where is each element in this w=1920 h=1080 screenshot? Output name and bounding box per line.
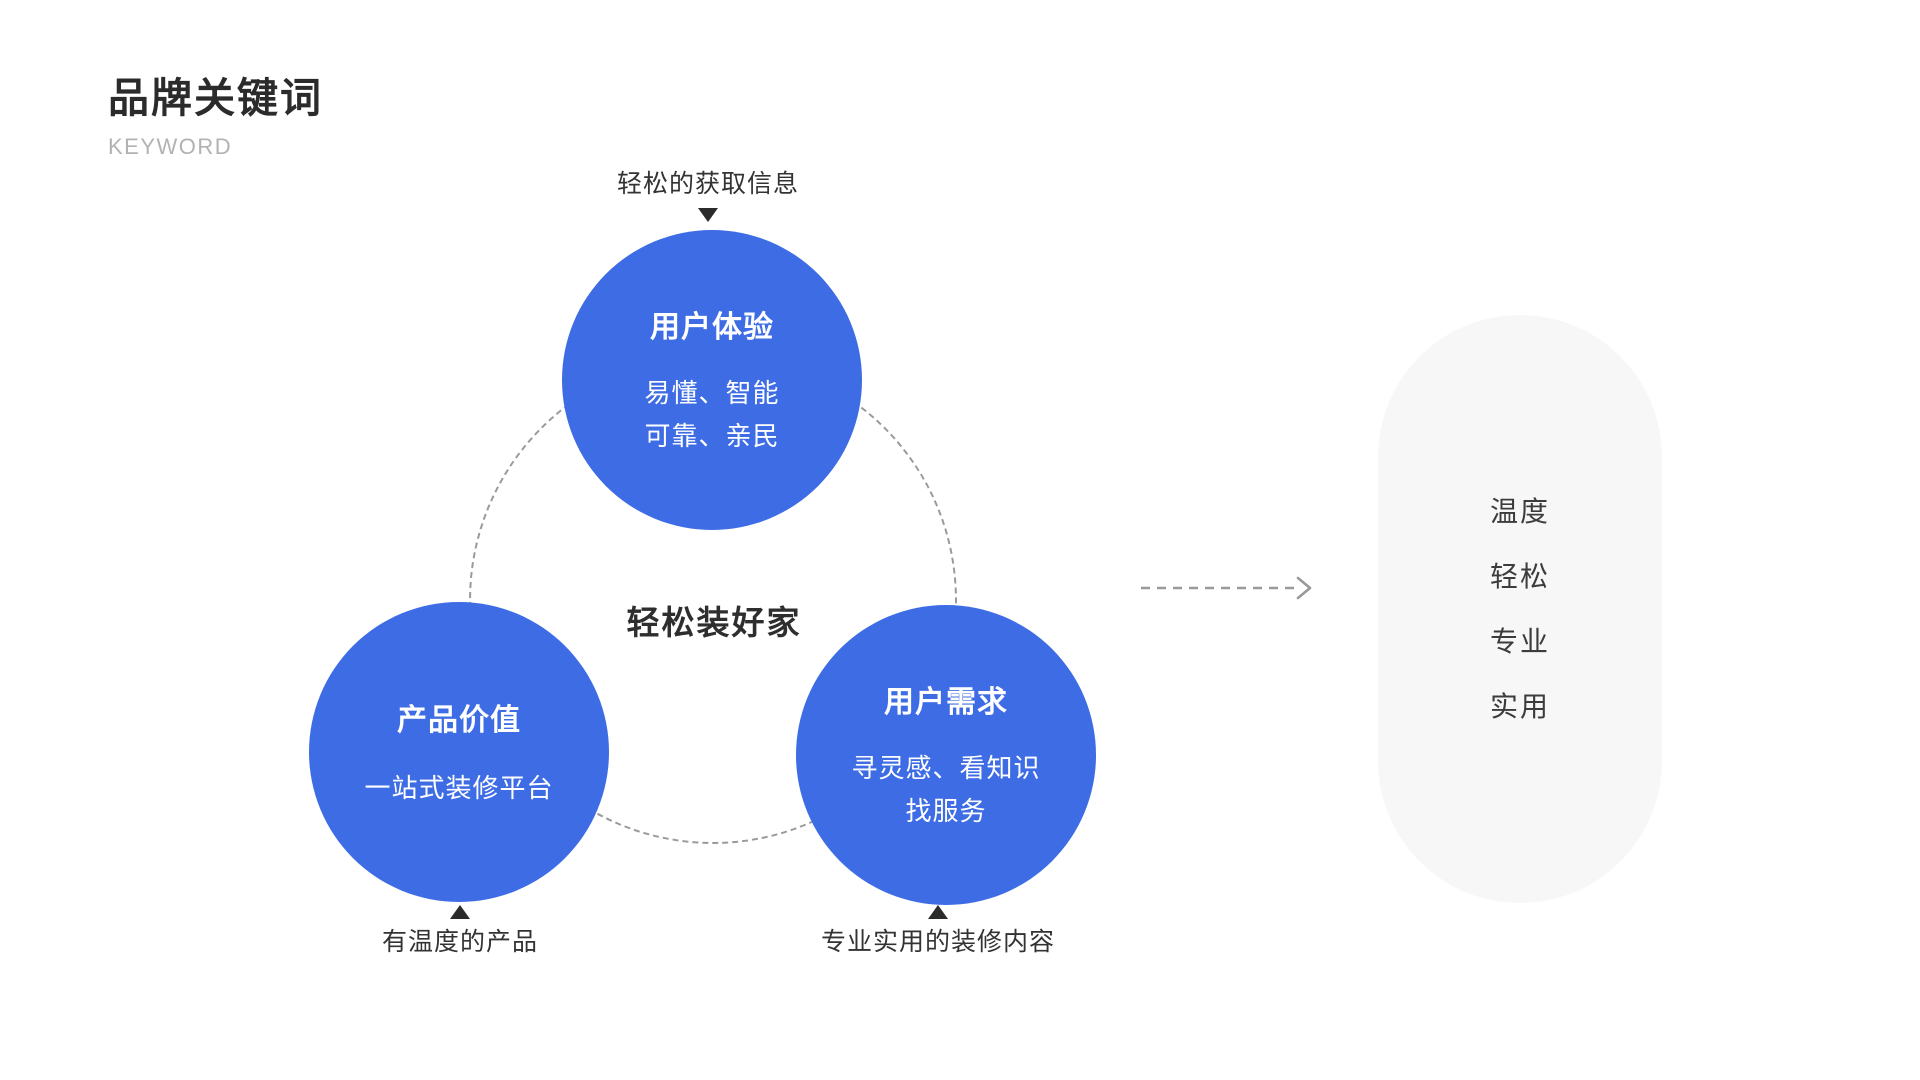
node-line: 找服务	[905, 796, 987, 826]
dashed-arrow-icon	[1141, 576, 1312, 600]
result-keyword: 实用	[1489, 690, 1550, 722]
triangle-up-icon	[927, 905, 948, 919]
triangle-up-icon	[449, 905, 470, 919]
result-keywords-panel: 温度 轻松 专业 实用	[1378, 315, 1662, 903]
node-user-needs: 用户需求 寻灵感、看知识 找服务	[796, 605, 1096, 905]
node-lines: 一站式装修平台	[364, 767, 553, 810]
result-keyword: 专业	[1489, 625, 1550, 657]
node-title: 用户体验	[650, 311, 774, 344]
header: 品牌关键词 KEYWORD	[108, 78, 323, 158]
node-lines: 寻灵感、看知识 找服务	[851, 747, 1040, 833]
node-user-experience: 用户体验 易懂、智能 可靠、亲民	[562, 230, 862, 530]
node-product-value: 产品价值 一站式装修平台	[309, 602, 609, 902]
annotation-product-value: 有温度的产品	[382, 905, 538, 955]
page-subtitle: KEYWORD	[108, 134, 233, 159]
node-title: 用户需求	[884, 686, 1008, 719]
node-line: 可靠、亲民	[644, 421, 780, 451]
annotation-label: 有温度的产品	[381, 928, 539, 956]
triangle-down-icon	[697, 208, 718, 222]
node-lines: 易懂、智能 可靠、亲民	[644, 372, 779, 458]
node-title: 产品价值	[397, 703, 521, 737]
page-title: 品牌关键词	[108, 75, 323, 121]
result-keyword: 轻松	[1489, 560, 1550, 592]
annotation-label: 专业实用的装修内容	[820, 928, 1056, 956]
node-line: 寻灵感、看知识	[851, 753, 1041, 783]
annotation-user-experience: 轻松的获取信息	[617, 172, 799, 222]
node-line: 易懂、智能	[644, 378, 780, 408]
annotation-user-needs: 专业实用的装修内容	[821, 905, 1055, 955]
diagram-center-label: 轻松装好家	[626, 604, 802, 641]
node-line: 一站式装修平台	[364, 772, 554, 803]
annotation-label: 轻松的获取信息	[616, 170, 800, 198]
result-keyword: 温度	[1489, 495, 1550, 527]
